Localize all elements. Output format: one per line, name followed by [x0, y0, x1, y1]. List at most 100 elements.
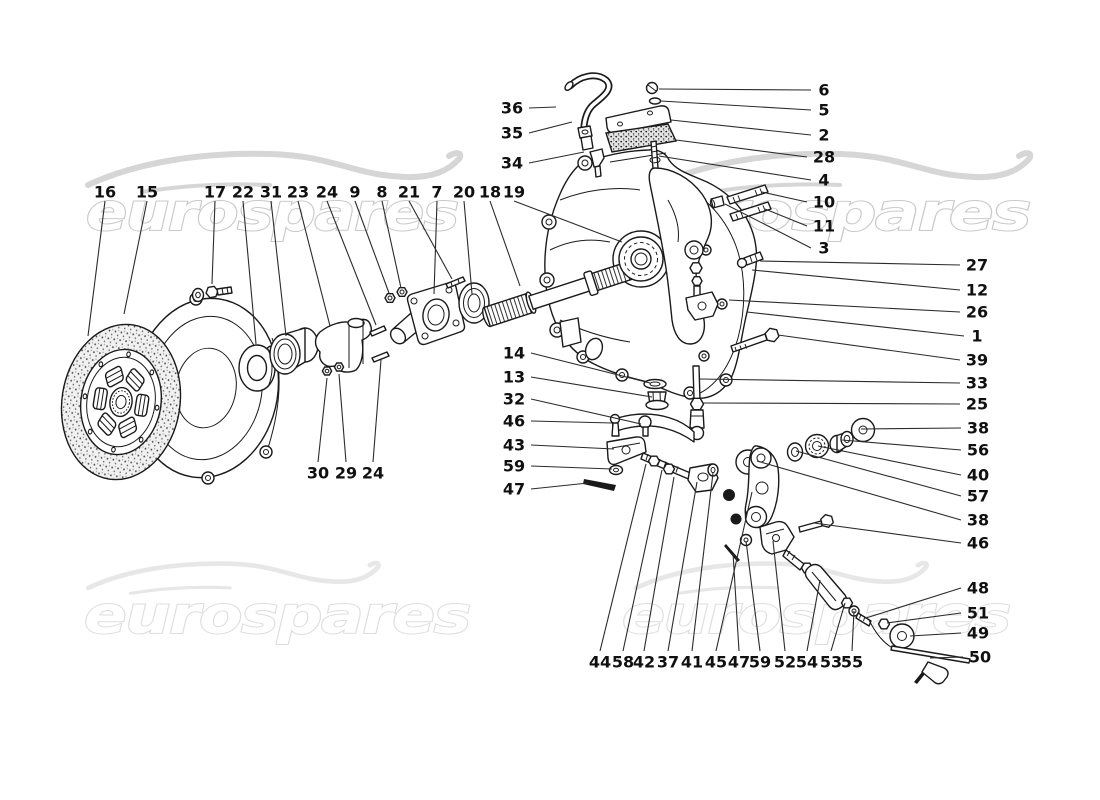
part-number-label: 47 — [728, 653, 750, 672]
leader-line-40 — [817, 445, 962, 476]
part-callout-27: 27 — [759, 256, 988, 275]
part-number-label: 4 — [818, 171, 829, 190]
part-callout-52: 52 — [772, 540, 796, 672]
part-number-label: 32 — [503, 390, 525, 409]
release-bearing-drawing — [270, 328, 318, 374]
part-number-label: 24 — [362, 464, 384, 483]
leader-line-34 — [528, 151, 585, 164]
part-number-label: 55 — [841, 653, 863, 672]
leader-line-30 — [317, 377, 328, 463]
part-callout-41: 41 — [681, 472, 714, 672]
part-callout-2: 2 — [670, 119, 830, 145]
leader-line-8 — [381, 200, 402, 289]
part-callout-55: 55 — [841, 610, 863, 672]
shaft-bearing-drawing — [619, 237, 663, 281]
cable-end-drawing — [856, 613, 970, 684]
part-number-label: 21 — [398, 183, 420, 202]
part-callout-30: 30 — [307, 377, 329, 483]
shaft-seal-drawing — [459, 283, 489, 323]
part-callout-40: 40 — [817, 445, 989, 485]
part-number-label: 8 — [376, 183, 387, 202]
leader-line-36 — [528, 106, 557, 109]
part-callout-47: 47 — [503, 480, 589, 499]
part-callout-9: 9 — [349, 183, 390, 294]
leader-line-2 — [670, 119, 812, 136]
leader-line-16 — [87, 200, 106, 337]
part-number-label: 53 — [820, 653, 842, 672]
part-number-label: 3 — [818, 239, 829, 258]
leader-line-28 — [675, 139, 808, 158]
leader-line-38 — [756, 460, 962, 521]
part-callout-8: 8 — [376, 183, 402, 289]
part-callout-49: 49 — [909, 624, 989, 643]
part-callout-47: 47 — [728, 552, 750, 672]
part-callout-14: 14 — [503, 344, 651, 384]
leader-line-47 — [732, 552, 740, 652]
part-number-label: 58 — [612, 653, 634, 672]
leader-line-19 — [513, 200, 623, 243]
part-callout-59: 59 — [745, 540, 771, 672]
part-callout-29: 29 — [335, 373, 357, 483]
leader-line-10 — [761, 191, 808, 203]
watermark-text: eurospares — [622, 586, 1010, 646]
part-callout-37: 37 — [657, 481, 698, 672]
leader-line-14 — [530, 352, 651, 384]
part-number-label: 18 — [479, 183, 501, 202]
leader-line-7 — [433, 200, 438, 295]
car-silhouette-underline-icon — [676, 585, 780, 595]
part-callout-26: 26 — [728, 299, 988, 322]
part-number-label: 20 — [453, 183, 475, 202]
leader-line-49 — [909, 632, 962, 637]
leader-line-59 — [745, 540, 761, 652]
part-callout-3: 3 — [724, 203, 830, 258]
leader-line-35 — [528, 121, 573, 134]
leader-line-9 — [354, 200, 390, 294]
part-callout-59: 59 — [503, 457, 613, 476]
studs-drawing — [710, 185, 771, 221]
part-callout-56: 56 — [841, 439, 989, 460]
car-silhouette-icon — [85, 150, 464, 188]
leader-line-11 — [764, 208, 808, 227]
part-callout-18: 18 — [479, 183, 521, 287]
leader-line-25 — [702, 402, 961, 405]
part-number-label: 47 — [503, 480, 525, 499]
leader-line-31 — [270, 200, 287, 337]
leader-line-53 — [830, 602, 846, 652]
part-number-label: 28 — [813, 148, 835, 167]
part-number-label: 29 — [335, 464, 357, 483]
leader-line-22 — [242, 200, 257, 345]
part-callout-38: 38 — [860, 419, 989, 438]
part-number-label: 44 — [589, 653, 611, 672]
part-number-label: 36 — [501, 99, 523, 118]
leader-line-32 — [530, 398, 642, 425]
part-callout-33: 33 — [699, 374, 988, 393]
part-callout-38: 38 — [756, 460, 989, 530]
part-number-label: 50 — [969, 648, 991, 667]
part-number-label: 59 — [503, 457, 525, 476]
part-number-label: 10 — [813, 193, 835, 212]
leader-line-46 — [813, 522, 962, 544]
part-callout-35: 35 — [501, 121, 573, 143]
leader-line-47 — [530, 482, 589, 490]
ball-stud-drawing — [738, 252, 764, 268]
part-callout-1: 1 — [746, 311, 983, 346]
part-number-label: 24 — [316, 183, 338, 202]
leader-line-23 — [297, 200, 331, 327]
car-silhouette-icon — [655, 150, 1034, 188]
part-callout-54: 54 — [796, 579, 821, 672]
guide-tube-and-flange-drawing — [385, 277, 465, 347]
part-number-label: 52 — [774, 653, 796, 672]
part-callout-58: 58 — [612, 469, 663, 672]
leader-line-39 — [777, 334, 961, 361]
part-number-label: 45 — [705, 653, 727, 672]
part-number-label: 38 — [967, 419, 989, 438]
part-callout-48: 48 — [865, 579, 989, 619]
part-number-label: 39 — [966, 351, 988, 370]
leader-line-6 — [658, 88, 812, 91]
part-number-label: 26 — [966, 303, 988, 322]
leader-line-15 — [123, 200, 148, 315]
leader-line-24 — [372, 359, 382, 463]
part-number-label: 2 — [818, 126, 829, 145]
